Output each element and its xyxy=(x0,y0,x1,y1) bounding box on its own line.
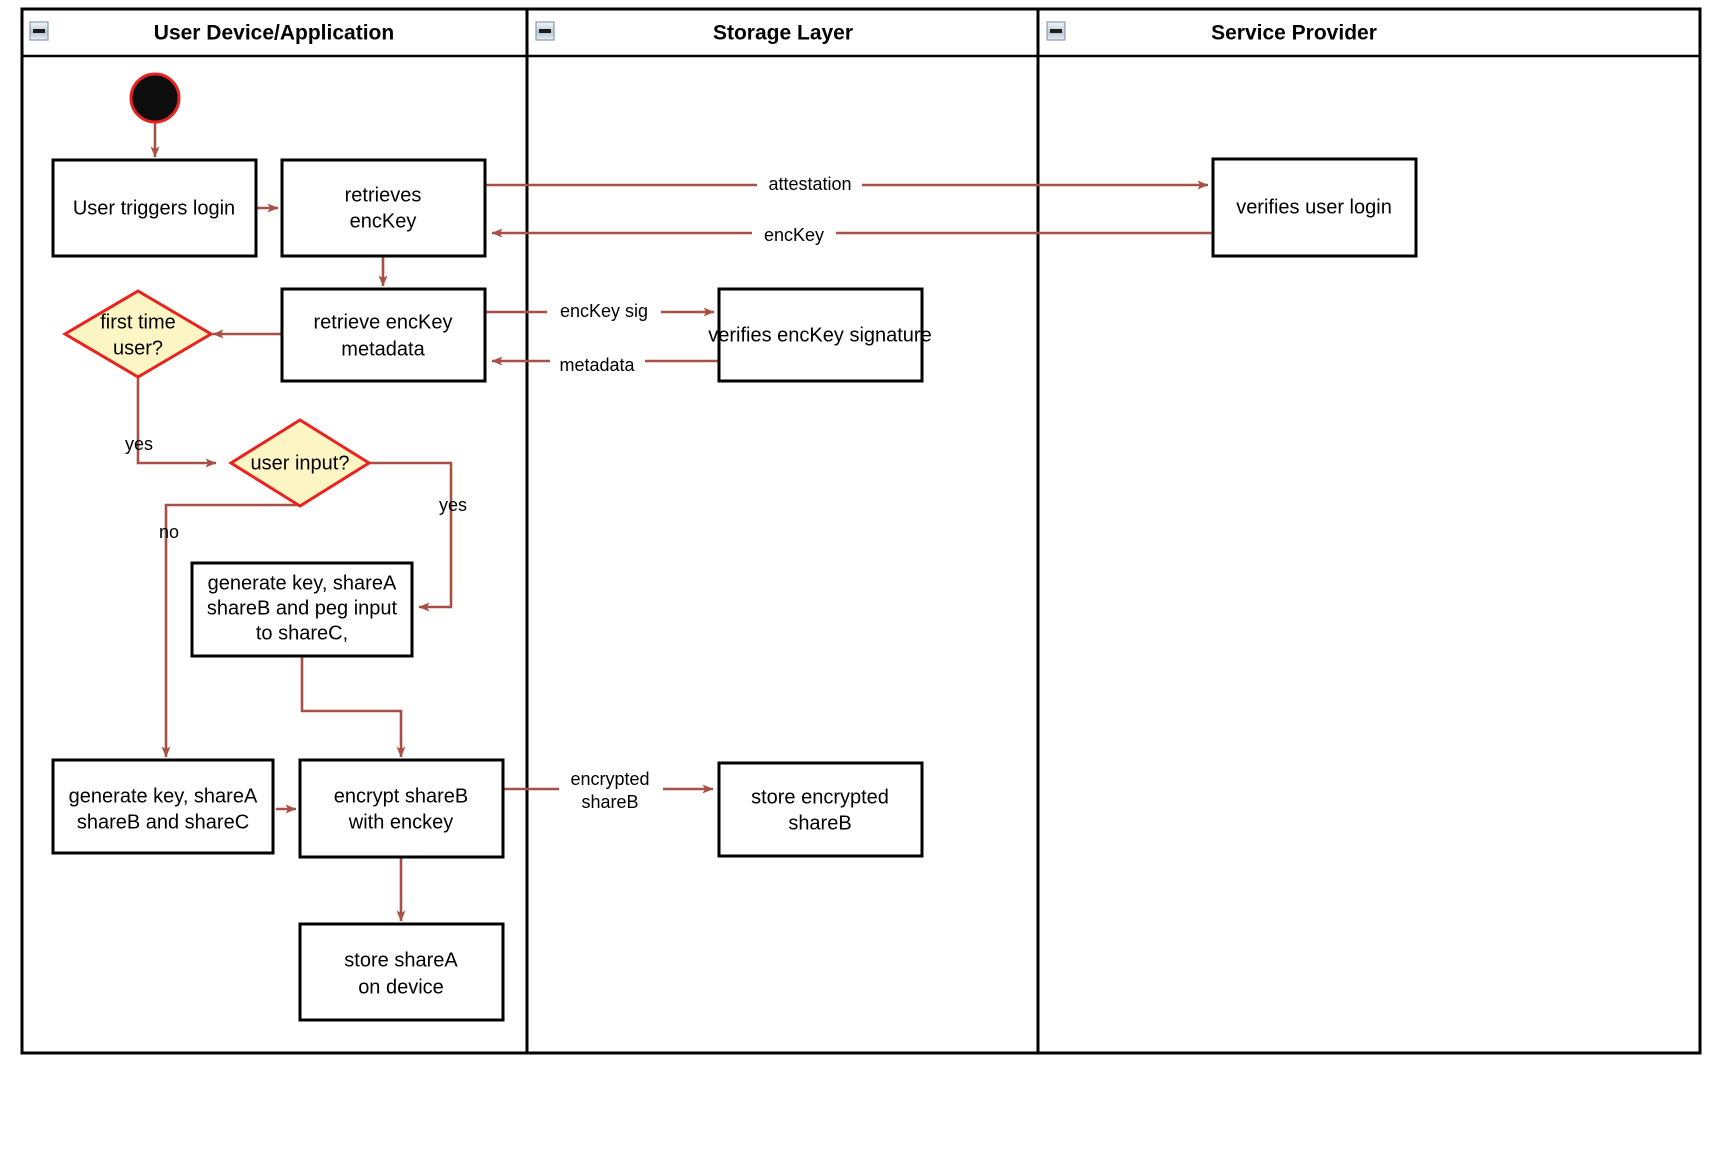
lane-header-service-provider[interactable]: Service Provider xyxy=(1046,21,1377,45)
node-verifies-enckey-signature-label: verifies encKey signature xyxy=(708,324,931,346)
node-store-sharea-line1: store shareA xyxy=(344,949,458,971)
node-generate-peg-line1: generate key, shareA xyxy=(208,572,397,594)
node-verifies-enckey-signature[interactable]: verifies encKey signature xyxy=(708,287,932,383)
node-store-sharea-line2: on device xyxy=(358,976,444,998)
node-first-time-user-line2: user? xyxy=(113,337,163,359)
collapse-minus-icon[interactable] xyxy=(535,21,555,41)
node-user-input-decision[interactable]: user input? xyxy=(228,418,372,508)
node-retrieves-enckey[interactable]: retrieves encKey xyxy=(280,158,487,258)
edge-peg-to-encrypt xyxy=(300,656,406,758)
edge-userinput-yes xyxy=(369,461,453,612)
node-retrieves-enckey-line1: retrieves xyxy=(345,184,422,206)
edge-firsttime-yes xyxy=(136,375,217,468)
collapse-minus-icon[interactable] xyxy=(1046,21,1066,41)
edge-label-metadata: metadata xyxy=(550,354,645,378)
node-encrypt-shareb-line1: encrypt shareB xyxy=(334,785,469,807)
node-first-time-user-decision[interactable]: first time user? xyxy=(62,289,214,379)
node-user-triggers-login[interactable]: User triggers login xyxy=(51,158,258,258)
node-retrieve-metadata-line1: retrieve encKey xyxy=(314,311,453,333)
edge-label-attestation: attestation xyxy=(757,173,862,197)
node-generate-peg-line2: shareB and peg input xyxy=(207,597,398,619)
node-generate-shares-line2: shareB and shareC xyxy=(77,811,249,833)
node-store-encrypted-shareb[interactable]: store encrypted shareB xyxy=(717,761,924,858)
edge-userinput-no xyxy=(161,503,300,758)
lane-header-storage-layer[interactable]: Storage Layer xyxy=(535,21,853,45)
node-verifies-user-login[interactable]: verifies user login xyxy=(1211,157,1418,258)
edge-label-encrypted-shareb: encrypted shareB xyxy=(559,768,663,812)
initial-node[interactable] xyxy=(129,72,181,124)
lane-title-service-provider: Service Provider xyxy=(1211,22,1377,45)
node-encrypt-shareb[interactable]: encrypt shareB with enckey xyxy=(298,758,505,859)
edge-label-encrypted-line2: shareB xyxy=(581,792,638,812)
node-generate-peg-input[interactable]: generate key, shareA shareB and peg inpu… xyxy=(190,561,414,658)
edge-label-enckey-sig-text: encKey sig xyxy=(560,301,648,321)
node-generate-peg-line3: to shareC, xyxy=(256,622,348,644)
node-retrieve-enckey-metadata[interactable]: retrieve encKey metadata xyxy=(280,287,487,383)
node-store-encrypted-shareb-line1: store encrypted xyxy=(751,786,889,808)
lane-title-storage-layer: Storage Layer xyxy=(713,22,853,45)
node-store-encrypted-shareb-line2: shareB xyxy=(788,812,851,834)
lane-header-user-device[interactable]: User Device/Application xyxy=(29,21,394,45)
node-generate-shares[interactable]: generate key, shareA shareB and shareC xyxy=(51,758,275,855)
node-user-input-label: user input? xyxy=(251,452,350,474)
edge-label-no-user-input: no xyxy=(159,522,179,542)
edge-label-yes-first-time: yes xyxy=(125,434,153,454)
node-verifies-user-login-label: verifies user login xyxy=(1236,196,1392,218)
edge-label-enckey-sig: encKey sig xyxy=(547,300,661,324)
edge-label-attestation-text: attestation xyxy=(768,174,851,194)
edge-label-encrypted-line1: encrypted xyxy=(570,769,649,789)
node-retrieve-metadata-line2: metadata xyxy=(341,338,425,360)
node-encrypt-shareb-line2: with enckey xyxy=(348,811,454,833)
diagram-frame xyxy=(20,7,1702,1055)
edge-label-enckey-text: encKey xyxy=(764,225,824,245)
node-user-triggers-login-label: User triggers login xyxy=(73,197,235,219)
node-store-sharea[interactable]: store shareA on device xyxy=(298,922,505,1022)
edge-label-yes-user-input: yes xyxy=(439,495,467,515)
edge-label-metadata-text: metadata xyxy=(559,355,635,375)
collapse-minus-icon[interactable] xyxy=(29,21,49,41)
node-retrieves-enckey-line2: encKey xyxy=(350,210,417,232)
node-first-time-user-line1: first time xyxy=(100,311,176,333)
edge-label-enckey: encKey xyxy=(752,223,836,247)
node-generate-shares-line1: generate key, shareA xyxy=(69,785,258,807)
lane-title-user-device: User Device/Application xyxy=(154,22,394,45)
